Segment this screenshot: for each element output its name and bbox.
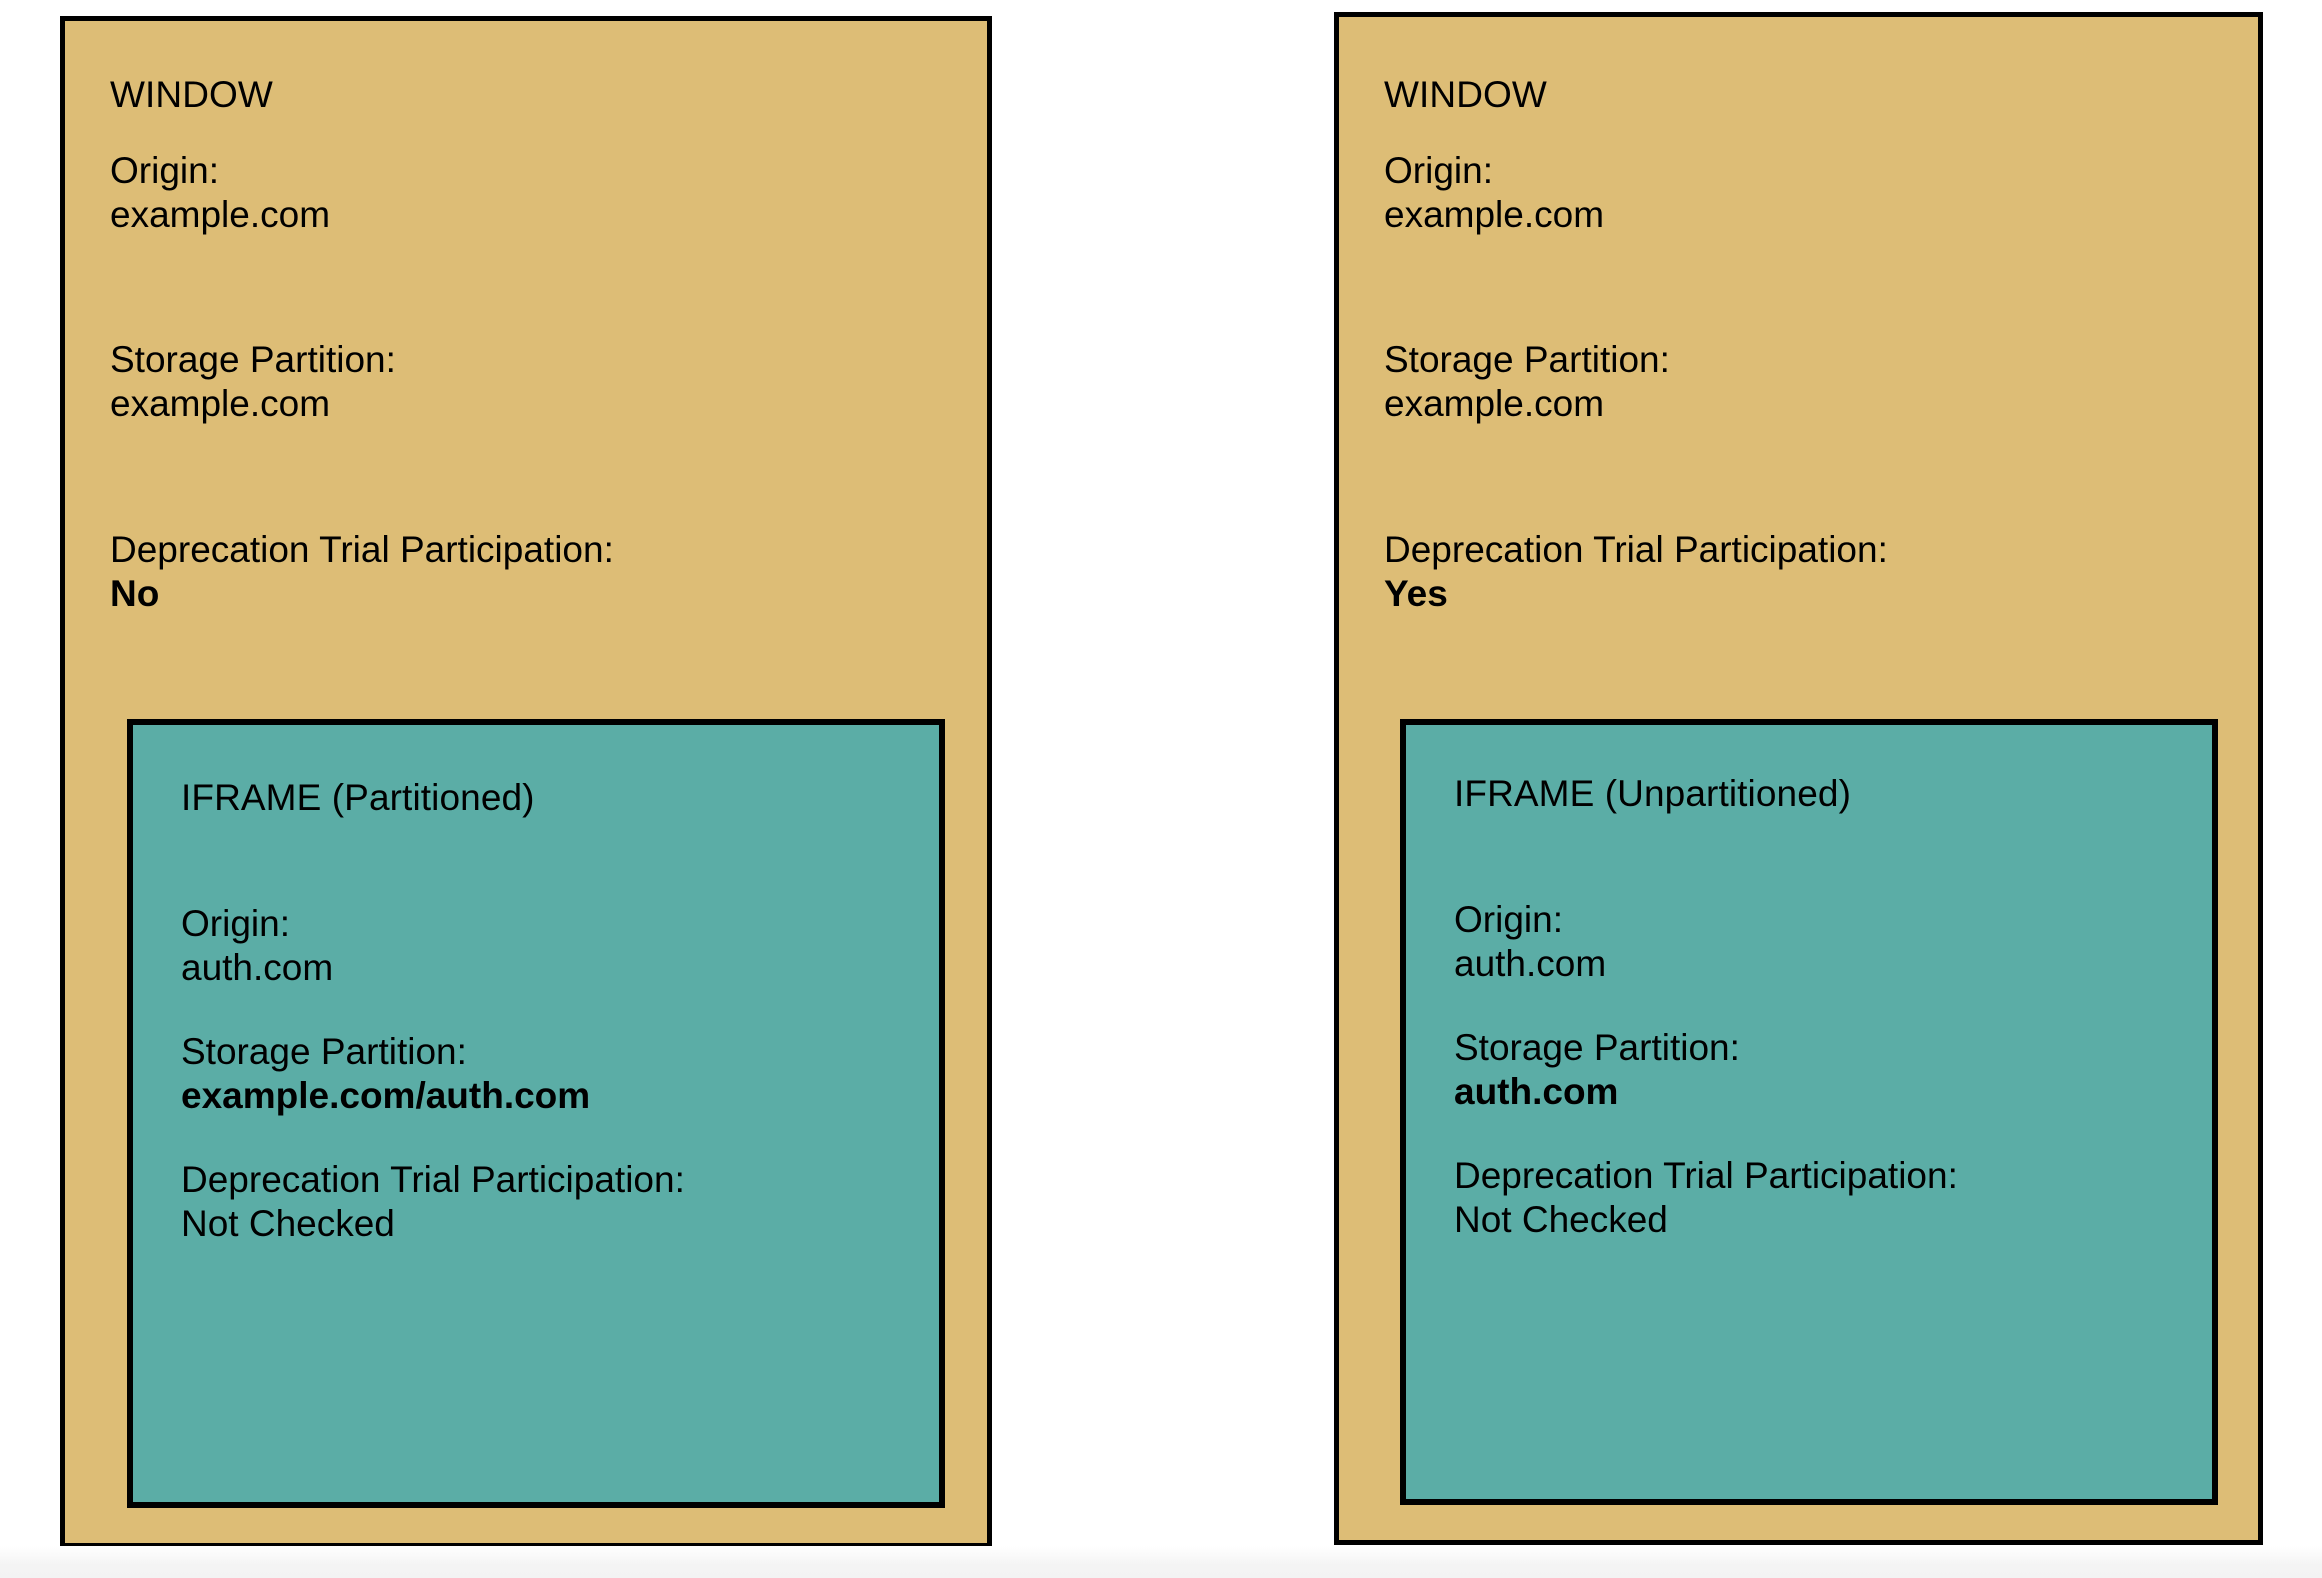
window-right-storage-partition-label: Storage Partition:: [1384, 339, 1670, 380]
iframe-left-deprecation-trial-label: Deprecation Trial Participation:: [181, 1159, 685, 1200]
iframe-left-origin-value: auth.com: [181, 947, 334, 988]
window-right-title: WINDOW: [1384, 74, 1547, 115]
window-right-origin-label: Origin:: [1384, 150, 1493, 191]
iframe-left-deprecation-trial-value: Not Checked: [181, 1203, 395, 1244]
iframe-right-origin-field: Origin: auth.com: [1454, 898, 1606, 986]
window-box-left: WINDOW Origin: example.com Storage Parti…: [60, 16, 992, 1548]
iframe-left-title: IFRAME (Partitioned): [181, 777, 535, 818]
window-right-origin-field: Origin: example.com: [1384, 149, 1604, 237]
window-left-origin-field: Origin: example.com: [110, 149, 330, 237]
window-left-deprecation-trial-field: Deprecation Trial Participation: No: [110, 528, 614, 616]
iframe-left-origin-field: Origin: auth.com: [181, 902, 333, 990]
iframe-left-origin-label: Origin:: [181, 903, 290, 944]
iframe-box-right: IFRAME (Unpartitioned) Origin: auth.com …: [1400, 719, 2218, 1505]
iframe-box-left: IFRAME (Partitioned) Origin: auth.com St…: [127, 719, 945, 1508]
window-right-deprecation-trial-field: Deprecation Trial Participation: Yes: [1384, 528, 1888, 616]
iframe-right-storage-partition-value: auth.com: [1454, 1071, 1619, 1112]
window-left-deprecation-trial-label: Deprecation Trial Participation:: [110, 529, 614, 570]
window-left-storage-partition-field: Storage Partition: example.com: [110, 338, 396, 426]
iframe-right-deprecation-trial-label: Deprecation Trial Participation:: [1454, 1155, 1958, 1196]
window-right-deprecation-trial-value: Yes: [1384, 573, 1448, 614]
iframe-left-deprecation-trial-field: Deprecation Trial Participation: Not Che…: [181, 1158, 685, 1246]
window-right-storage-partition-field: Storage Partition: example.com: [1384, 338, 1670, 426]
window-left-title: WINDOW: [110, 74, 273, 115]
window-right-deprecation-trial-label: Deprecation Trial Participation:: [1384, 529, 1888, 570]
window-left-storage-partition-value: example.com: [110, 383, 331, 424]
iframe-left-storage-partition-label: Storage Partition:: [181, 1031, 467, 1072]
window-left-origin-value: example.com: [110, 194, 331, 235]
iframe-right-storage-partition-label: Storage Partition:: [1454, 1027, 1740, 1068]
iframe-left-storage-partition-field: Storage Partition: example.com/auth.com: [181, 1030, 590, 1118]
iframe-right-deprecation-trial-field: Deprecation Trial Participation: Not Che…: [1454, 1154, 1958, 1242]
page-bottom-shading: [0, 1546, 2322, 1578]
iframe-right-origin-label: Origin:: [1454, 899, 1563, 940]
iframe-left-storage-partition-value: example.com/auth.com: [181, 1075, 591, 1116]
window-box-right: WINDOW Origin: example.com Storage Parti…: [1334, 12, 2263, 1545]
iframe-right-deprecation-trial-value: Not Checked: [1454, 1199, 1668, 1240]
window-left-storage-partition-label: Storage Partition:: [110, 339, 396, 380]
window-right-storage-partition-value: example.com: [1384, 383, 1605, 424]
window-right-origin-value: example.com: [1384, 194, 1605, 235]
iframe-right-storage-partition-field: Storage Partition: auth.com: [1454, 1026, 1740, 1114]
window-left-origin-label: Origin:: [110, 150, 219, 191]
iframe-right-title: IFRAME (Unpartitioned): [1454, 773, 1851, 814]
window-left-deprecation-trial-value: No: [110, 573, 160, 614]
iframe-right-origin-value: auth.com: [1454, 943, 1607, 984]
